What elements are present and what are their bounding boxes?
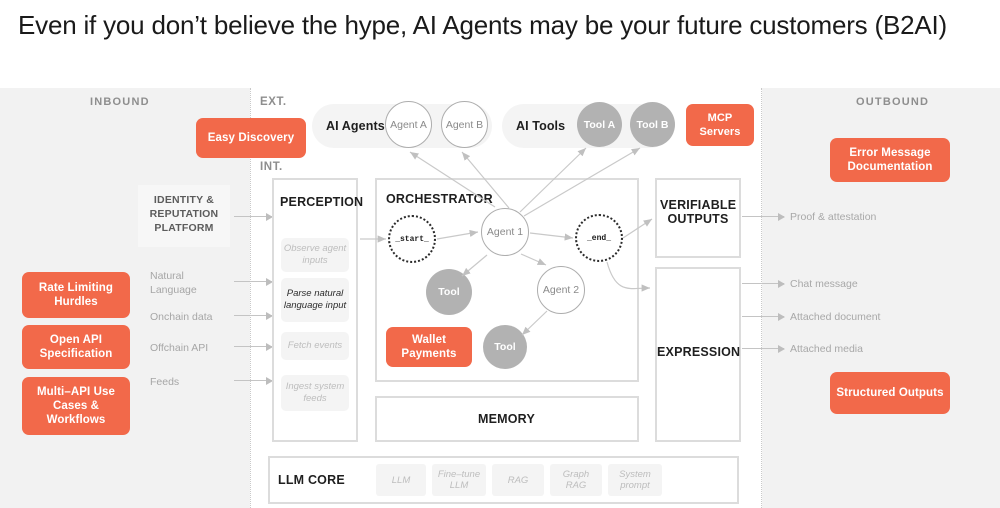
llm-core-item-graph-rag[interactable]: Graph RAG [550, 464, 602, 496]
expression-box [655, 267, 741, 442]
perception-item-ingest-system-feeds[interactable]: Ingest system feeds [281, 375, 349, 411]
chip-mcp-servers[interactable]: MCP Servers [686, 104, 754, 146]
zone-label-inbound: INBOUND [90, 96, 150, 108]
identity-reputation-platform: IDENTITY & REPUTATION PLATFORM [138, 185, 230, 247]
chip-structured-outputs[interactable]: Structured Outputs [830, 372, 950, 414]
llm-core-item-rag[interactable]: RAG [492, 464, 544, 496]
arrow-feeds-to-perception [234, 376, 273, 385]
outbound-label-attached-document: Attached document [790, 311, 881, 323]
node-tool-b[interactable]: Tool B [630, 102, 675, 147]
inbound-input-natural-language: Natural Language [150, 270, 197, 296]
chip-multi-api-use-cases[interactable]: Multi–API Use Cases & Workflows [22, 377, 130, 435]
arrow-verifiable-to-proof [742, 212, 785, 221]
node-agent-2[interactable]: Agent 2 [537, 266, 585, 314]
zone-label-ext: EXT. [260, 96, 287, 108]
node-end[interactable]: _end_ [575, 214, 623, 262]
node-agent-b[interactable]: Agent B [441, 101, 488, 148]
memory-title: MEMORY [478, 412, 535, 426]
llm-core-item-llm[interactable]: LLM [376, 464, 426, 496]
memory-box [375, 396, 639, 442]
node-tool-2[interactable]: Tool [483, 325, 527, 369]
node-agent-a[interactable]: Agent A [385, 101, 432, 148]
verifiable-outputs-title: VERIFIABLE OUTPUTS [660, 198, 737, 226]
chip-wallet-payments[interactable]: Wallet Payments [386, 327, 472, 367]
chip-open-api-specification[interactable]: Open API Specification [22, 325, 130, 369]
arrow-identity-to-perception [234, 212, 273, 221]
outbound-label-chat-message: Chat message [790, 278, 858, 290]
inbound-input-offchain-api: Offchain API [150, 342, 209, 354]
chip-easy-discovery[interactable]: Easy Discovery [196, 118, 306, 158]
node-start[interactable]: _start_ [388, 215, 436, 263]
arrow-onchain-to-perception [234, 311, 273, 320]
inbound-input-onchain-data: Onchain data [150, 311, 213, 323]
ai-tools-label: AI Tools [516, 119, 566, 133]
inbound-divider [250, 88, 251, 508]
ai-agents-label: AI Agents [326, 119, 385, 133]
expression-title: EXPRESSION [657, 345, 741, 359]
arrow-expression-to-document [742, 312, 785, 321]
outbound-label-attached-media: Attached media [790, 343, 863, 355]
arrow-expression-to-chat [742, 279, 785, 288]
zone-label-outbound: OUTBOUND [856, 96, 930, 108]
node-tool-1[interactable]: Tool [426, 269, 472, 315]
identity-reputation-platform-label: IDENTITY & REPUTATION PLATFORM [149, 194, 219, 234]
arrow-offchain-to-perception [234, 342, 273, 351]
perception-item-parse-natural-language-input[interactable]: Parse natural language input [281, 278, 349, 322]
llm-core-item-system-prompt[interactable]: System prompt [608, 464, 662, 496]
node-tool-a[interactable]: Tool A [577, 102, 622, 147]
perception-item-fetch-events[interactable]: Fetch events [281, 332, 349, 360]
chip-rate-limiting-hurdles[interactable]: Rate Limiting Hurdles [22, 272, 130, 318]
node-agent-1[interactable]: Agent 1 [481, 208, 529, 256]
arrow-natural-language-to-perception [234, 277, 273, 286]
arrow-expression-to-media [742, 344, 785, 353]
chip-error-message-documentation[interactable]: Error Message Documentation [830, 138, 950, 182]
outbound-divider [761, 88, 762, 508]
outbound-label-proof-attestation: Proof & attestation [790, 211, 877, 223]
llm-core-title: LLM CORE [278, 473, 345, 487]
orchestrator-title: ORCHESTRATOR [386, 192, 493, 206]
llm-core-item-fine-tune-llm[interactable]: Fine–tune LLM [432, 464, 486, 496]
inbound-input-feeds: Feeds [150, 376, 180, 388]
verifiable-outputs-box [655, 178, 741, 258]
perception-title: PERCEPTION [280, 195, 364, 209]
perception-item-observe-agent-inputs[interactable]: Observe agent inputs [281, 238, 349, 272]
page-title: Even if you don’t believe the hype, AI A… [18, 10, 947, 40]
zone-label-int: INT. [260, 161, 283, 173]
